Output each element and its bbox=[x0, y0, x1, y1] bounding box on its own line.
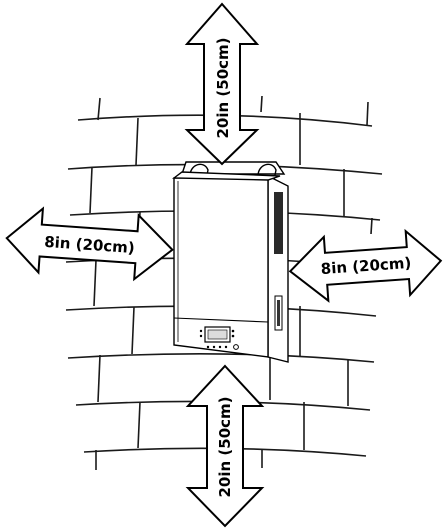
inverter-unit bbox=[171, 161, 289, 363]
mounting-bracket bbox=[181, 161, 286, 181]
side-vents bbox=[274, 192, 283, 331]
left-clearance-arrow: 8in (20cm) bbox=[5, 206, 174, 282]
top-clearance-arrow: 20in (50cm) bbox=[184, 2, 260, 166]
top-clearance-label: 20in (50cm) bbox=[214, 37, 232, 138]
control-panel bbox=[199, 326, 239, 350]
right-clearance-arrow: 8in (20cm) bbox=[288, 228, 443, 303]
bottom-clearance-arrow: 20in (50cm) bbox=[185, 364, 265, 528]
bottom-clearance-label: 20in (50cm) bbox=[216, 396, 234, 497]
